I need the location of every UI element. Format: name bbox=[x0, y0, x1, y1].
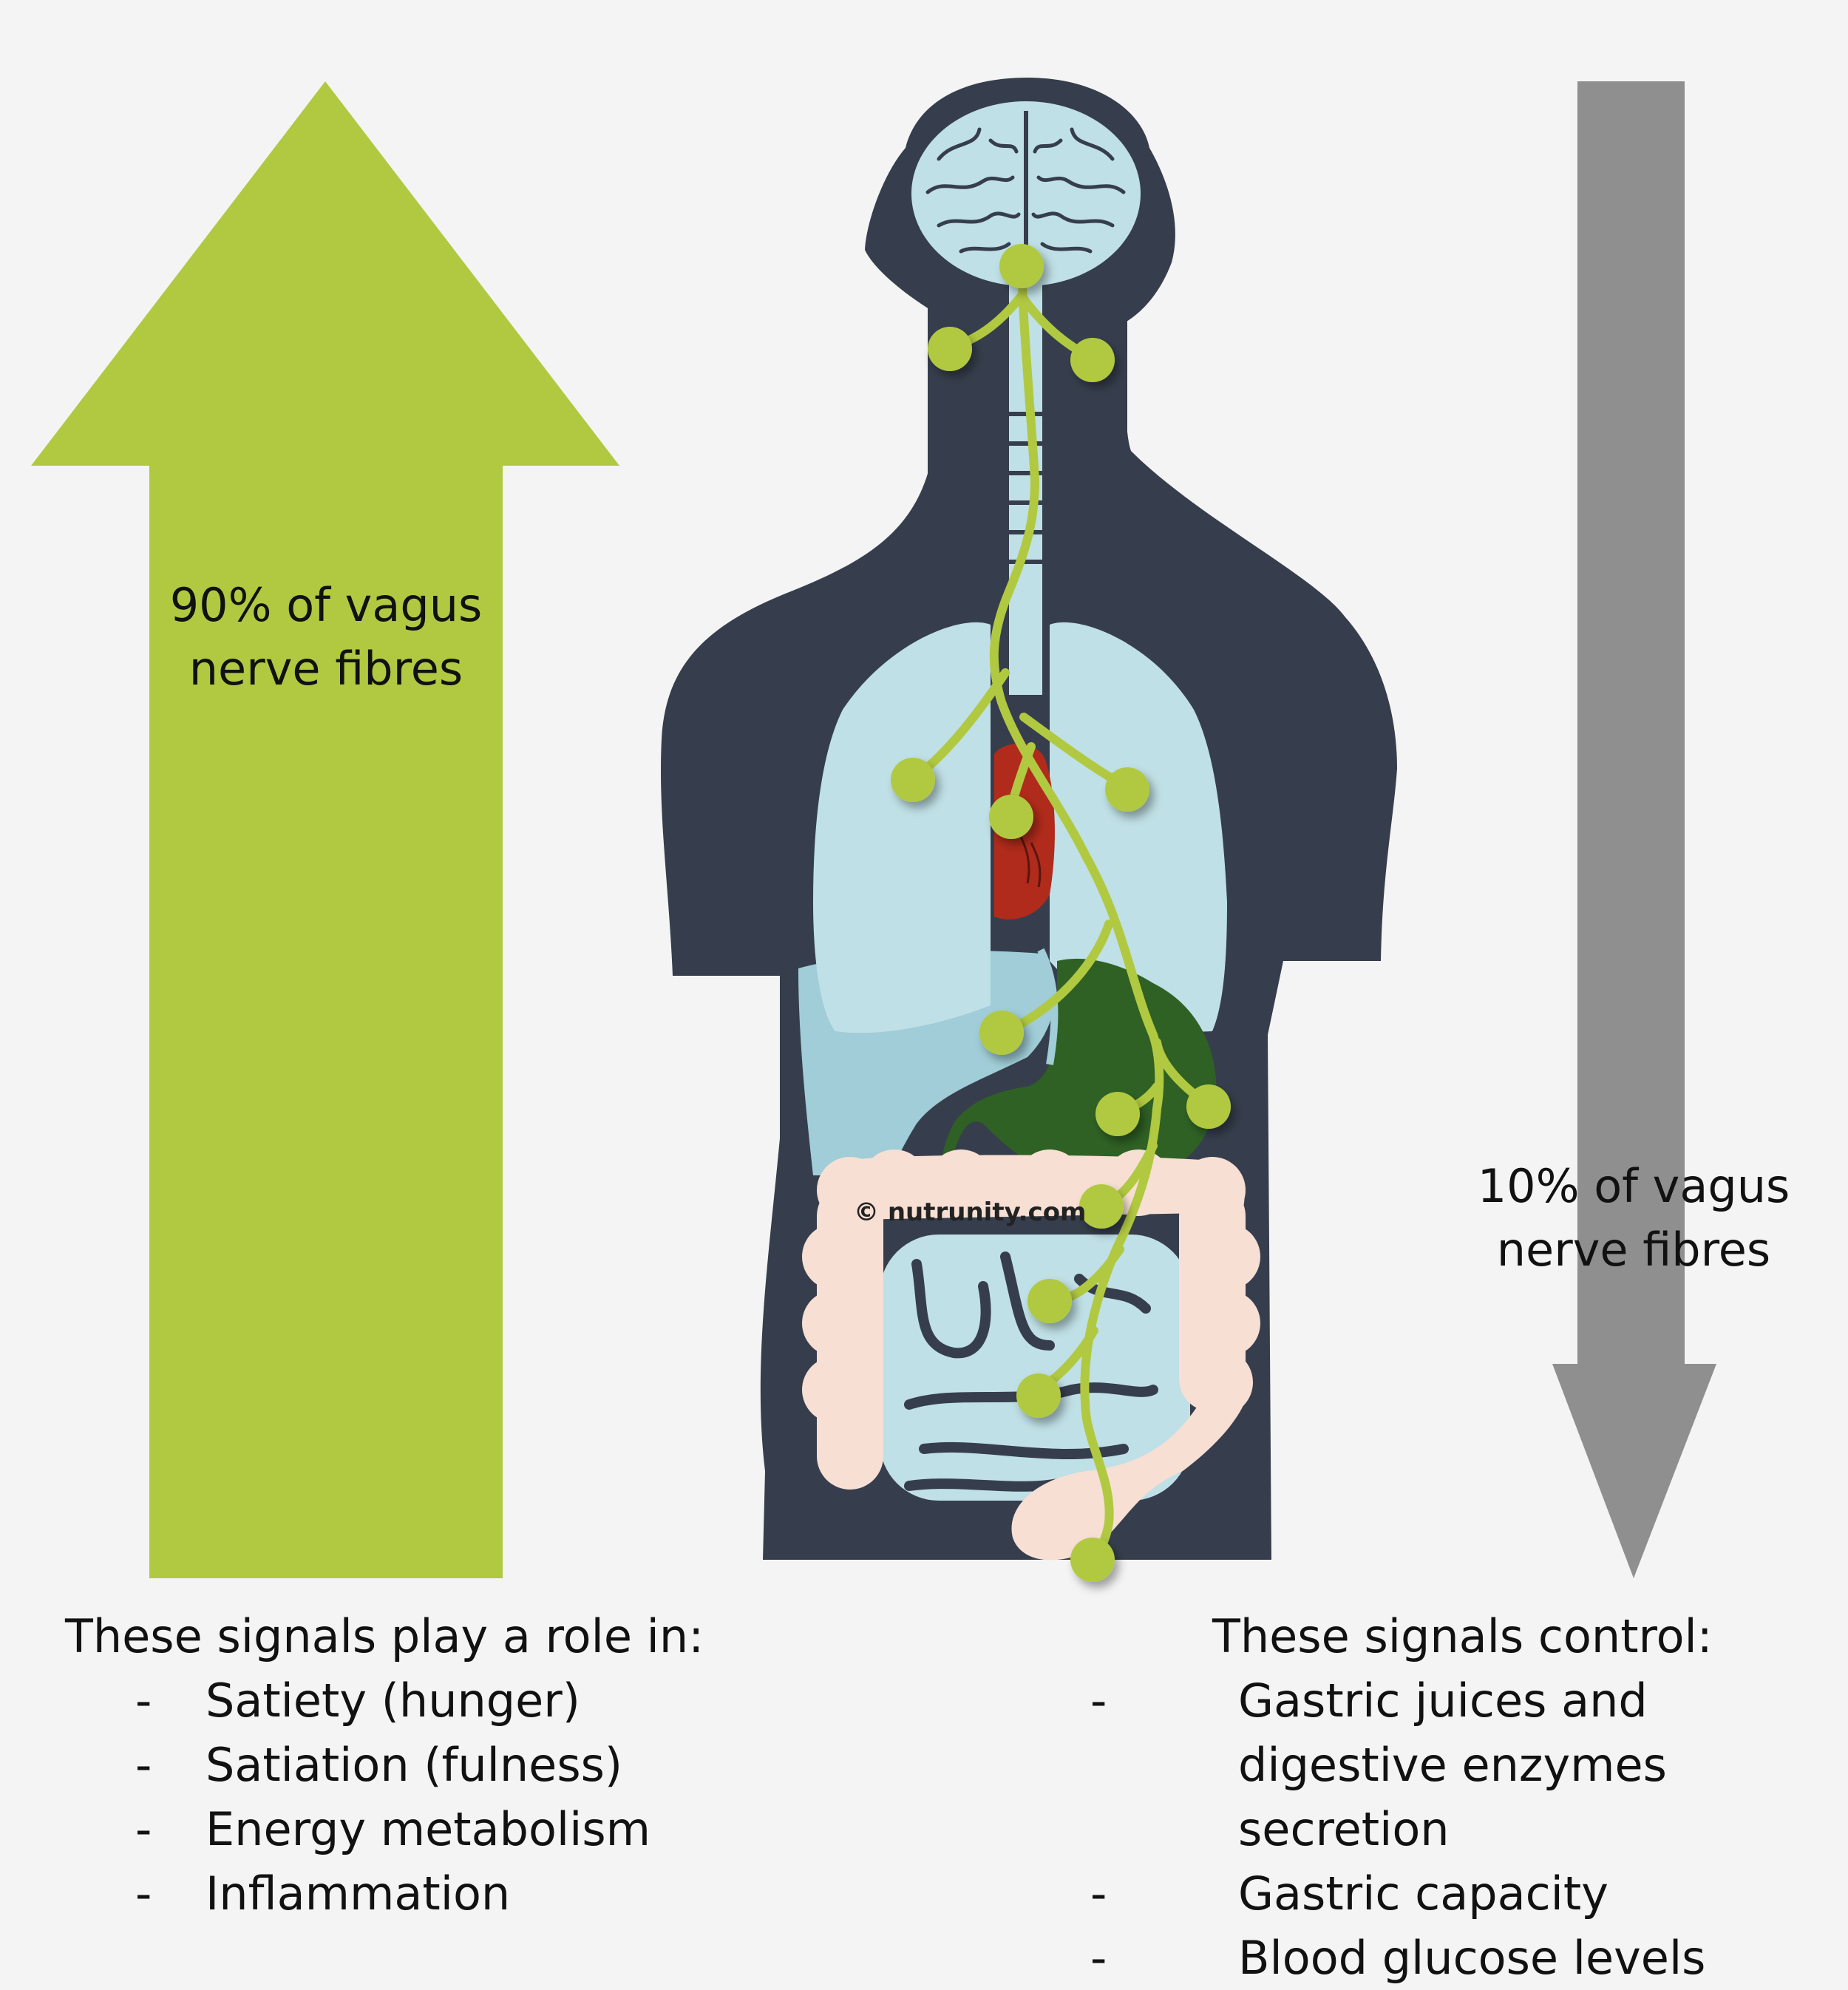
nerve-node-stomach bbox=[1095, 1092, 1140, 1136]
down-arrow-label-line2: nerve fibres bbox=[1496, 1223, 1771, 1277]
nerve-node-heart bbox=[989, 795, 1033, 839]
left-lung bbox=[813, 622, 991, 1033]
right-lung bbox=[1050, 622, 1227, 1032]
up-arrow-label: 90% of vagus nerve fibres bbox=[149, 574, 503, 701]
nerve-node bbox=[1070, 338, 1115, 382]
efferent-signals-list: These signals control: Gastric juices an… bbox=[1090, 1604, 1822, 1990]
large-intestine bbox=[802, 1149, 1260, 1561]
list-item: Inflammation bbox=[65, 1861, 730, 1926]
nerve-nodes bbox=[891, 244, 1231, 1582]
nerve-node-brain bbox=[999, 244, 1044, 288]
afferent-up-arrow bbox=[31, 81, 619, 1578]
list-item: Energy metabolism bbox=[65, 1797, 730, 1861]
nerve-node-liver bbox=[979, 1011, 1024, 1055]
list-item: Gastric juices and digestive enzymes sec… bbox=[1090, 1668, 1822, 1861]
list-item: Satiety (hunger) bbox=[65, 1668, 730, 1733]
nerve-node-intestine bbox=[1016, 1373, 1061, 1418]
down-arrow-label-line1: 10% of vagus bbox=[1477, 1159, 1790, 1213]
nerve-node-intestine bbox=[1027, 1279, 1072, 1323]
up-arrow-label-line1: 90% of vagus bbox=[169, 578, 483, 632]
list-item: Satiation (fulness) bbox=[65, 1733, 730, 1797]
nerve-node-lung-right bbox=[1105, 767, 1149, 812]
up-arrow-label-line2: nerve fibres bbox=[188, 642, 463, 696]
list-item: Gastric capacity bbox=[1090, 1861, 1822, 1926]
nerve-node-colon bbox=[1079, 1184, 1124, 1229]
down-arrow-label: 10% of vagus nerve fibres bbox=[1449, 1155, 1818, 1282]
afferent-signals-list: These signals play a role in: Satiety (h… bbox=[65, 1604, 730, 1926]
nerve-node bbox=[928, 327, 972, 371]
nerve-node-stomach bbox=[1186, 1084, 1231, 1129]
efferent-down-arrow bbox=[1552, 81, 1716, 1578]
left-signals-heading: These signals play a role in: bbox=[65, 1609, 704, 1663]
nerve-node-lung-left bbox=[891, 758, 935, 802]
nerve-node-bottom bbox=[1070, 1538, 1115, 1582]
list-item: Blood glucose levels bbox=[1090, 1926, 1822, 1990]
brain bbox=[911, 101, 1141, 286]
right-signals-heading: These signals control: bbox=[1212, 1609, 1713, 1663]
watermark: © nutrunity.com bbox=[854, 1198, 1087, 1227]
